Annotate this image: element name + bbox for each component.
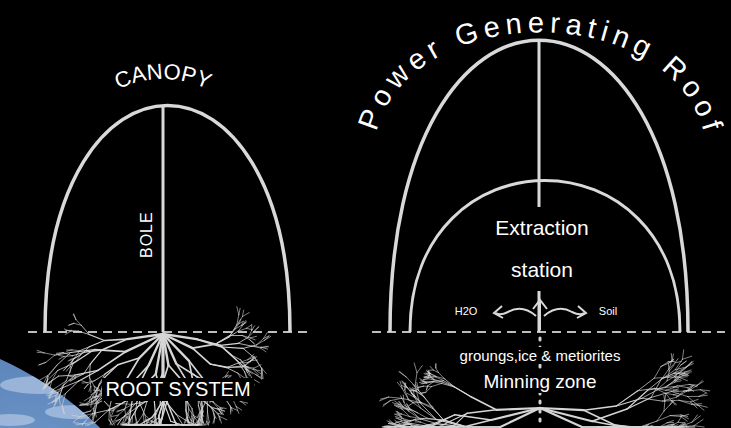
arch-shape: Power Generating RoofExtraction station [360,0,720,332]
part-label: BOLE [138,212,156,259]
text-label: ROOT SYSTEM [102,378,253,401]
root-system [37,307,710,427]
text-label: groungs,ice & metiorites [457,347,624,364]
arch-outline: CANOPY [40,55,295,332]
arch-shape: CANOPY BOLE [40,55,295,332]
curved-title: CANOPY [111,59,216,94]
text-label: H2O [452,305,481,318]
ground-line [372,331,725,333]
station-label: Extraction station [477,207,607,291]
ground-line [28,331,312,333]
text-label: Minning zone [480,371,599,393]
curved-title: Power Generating Roof [351,6,728,134]
text-label: Soil [596,305,620,318]
extraction-arch: Extraction station [408,175,682,332]
